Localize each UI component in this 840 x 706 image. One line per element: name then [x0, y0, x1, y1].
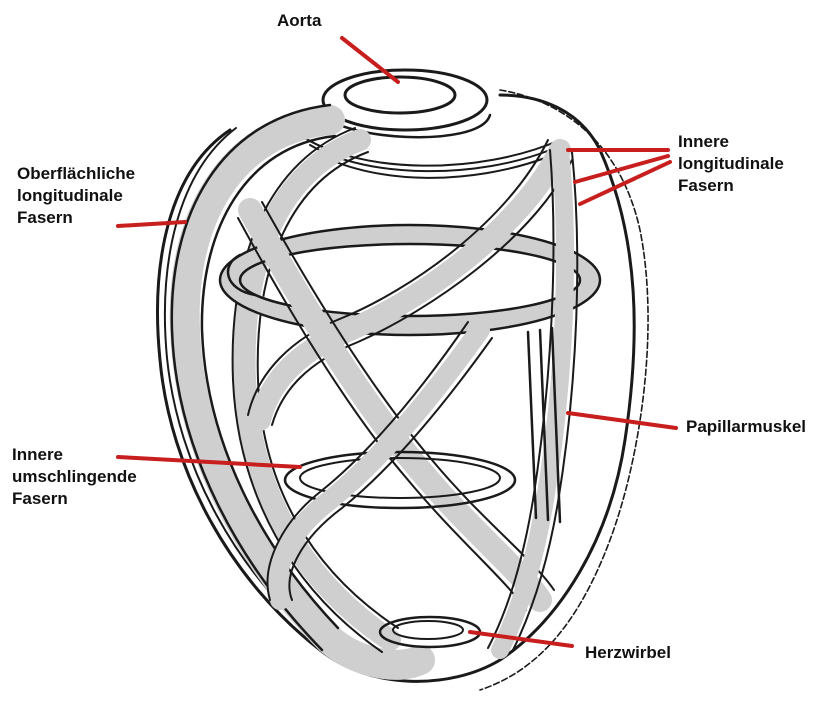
label-line-3: Fasern: [678, 175, 784, 197]
leader-papillar: [568, 413, 676, 428]
label-oberflaechliche-longitudinale-fasern: Oberflächliche longitudinale Fasern: [17, 163, 135, 229]
label-line-1: Oberflächliche: [17, 163, 135, 185]
label-line-2: longitudinale: [17, 185, 135, 207]
label-line-3: Fasern: [17, 207, 135, 229]
label-innere-umschlingende-fasern: Innere umschlingende Fasern: [12, 444, 137, 510]
aorta-ring-inner: [345, 77, 455, 113]
label-innere-longitudinale-fasern: Innere longitudinale Fasern: [678, 131, 784, 197]
leader-aorta: [342, 38, 398, 82]
label-aorta-text: Aorta: [277, 10, 321, 32]
label-line-1: Innere: [678, 131, 784, 153]
label-line-2: longitudinale: [678, 153, 784, 175]
label-line-2: umschlingende: [12, 466, 137, 488]
label-herzwirbel: Herzwirbel: [585, 642, 671, 664]
label-line-1: Innere: [12, 444, 137, 466]
label-papillarmuskel: Papillarmuskel: [686, 416, 806, 438]
label-aorta: Aorta: [277, 10, 321, 32]
label-herzwirbel-text: Herzwirbel: [585, 642, 671, 664]
label-papillarmuskel-text: Papillarmuskel: [686, 416, 806, 438]
label-line-3: Fasern: [12, 488, 137, 510]
